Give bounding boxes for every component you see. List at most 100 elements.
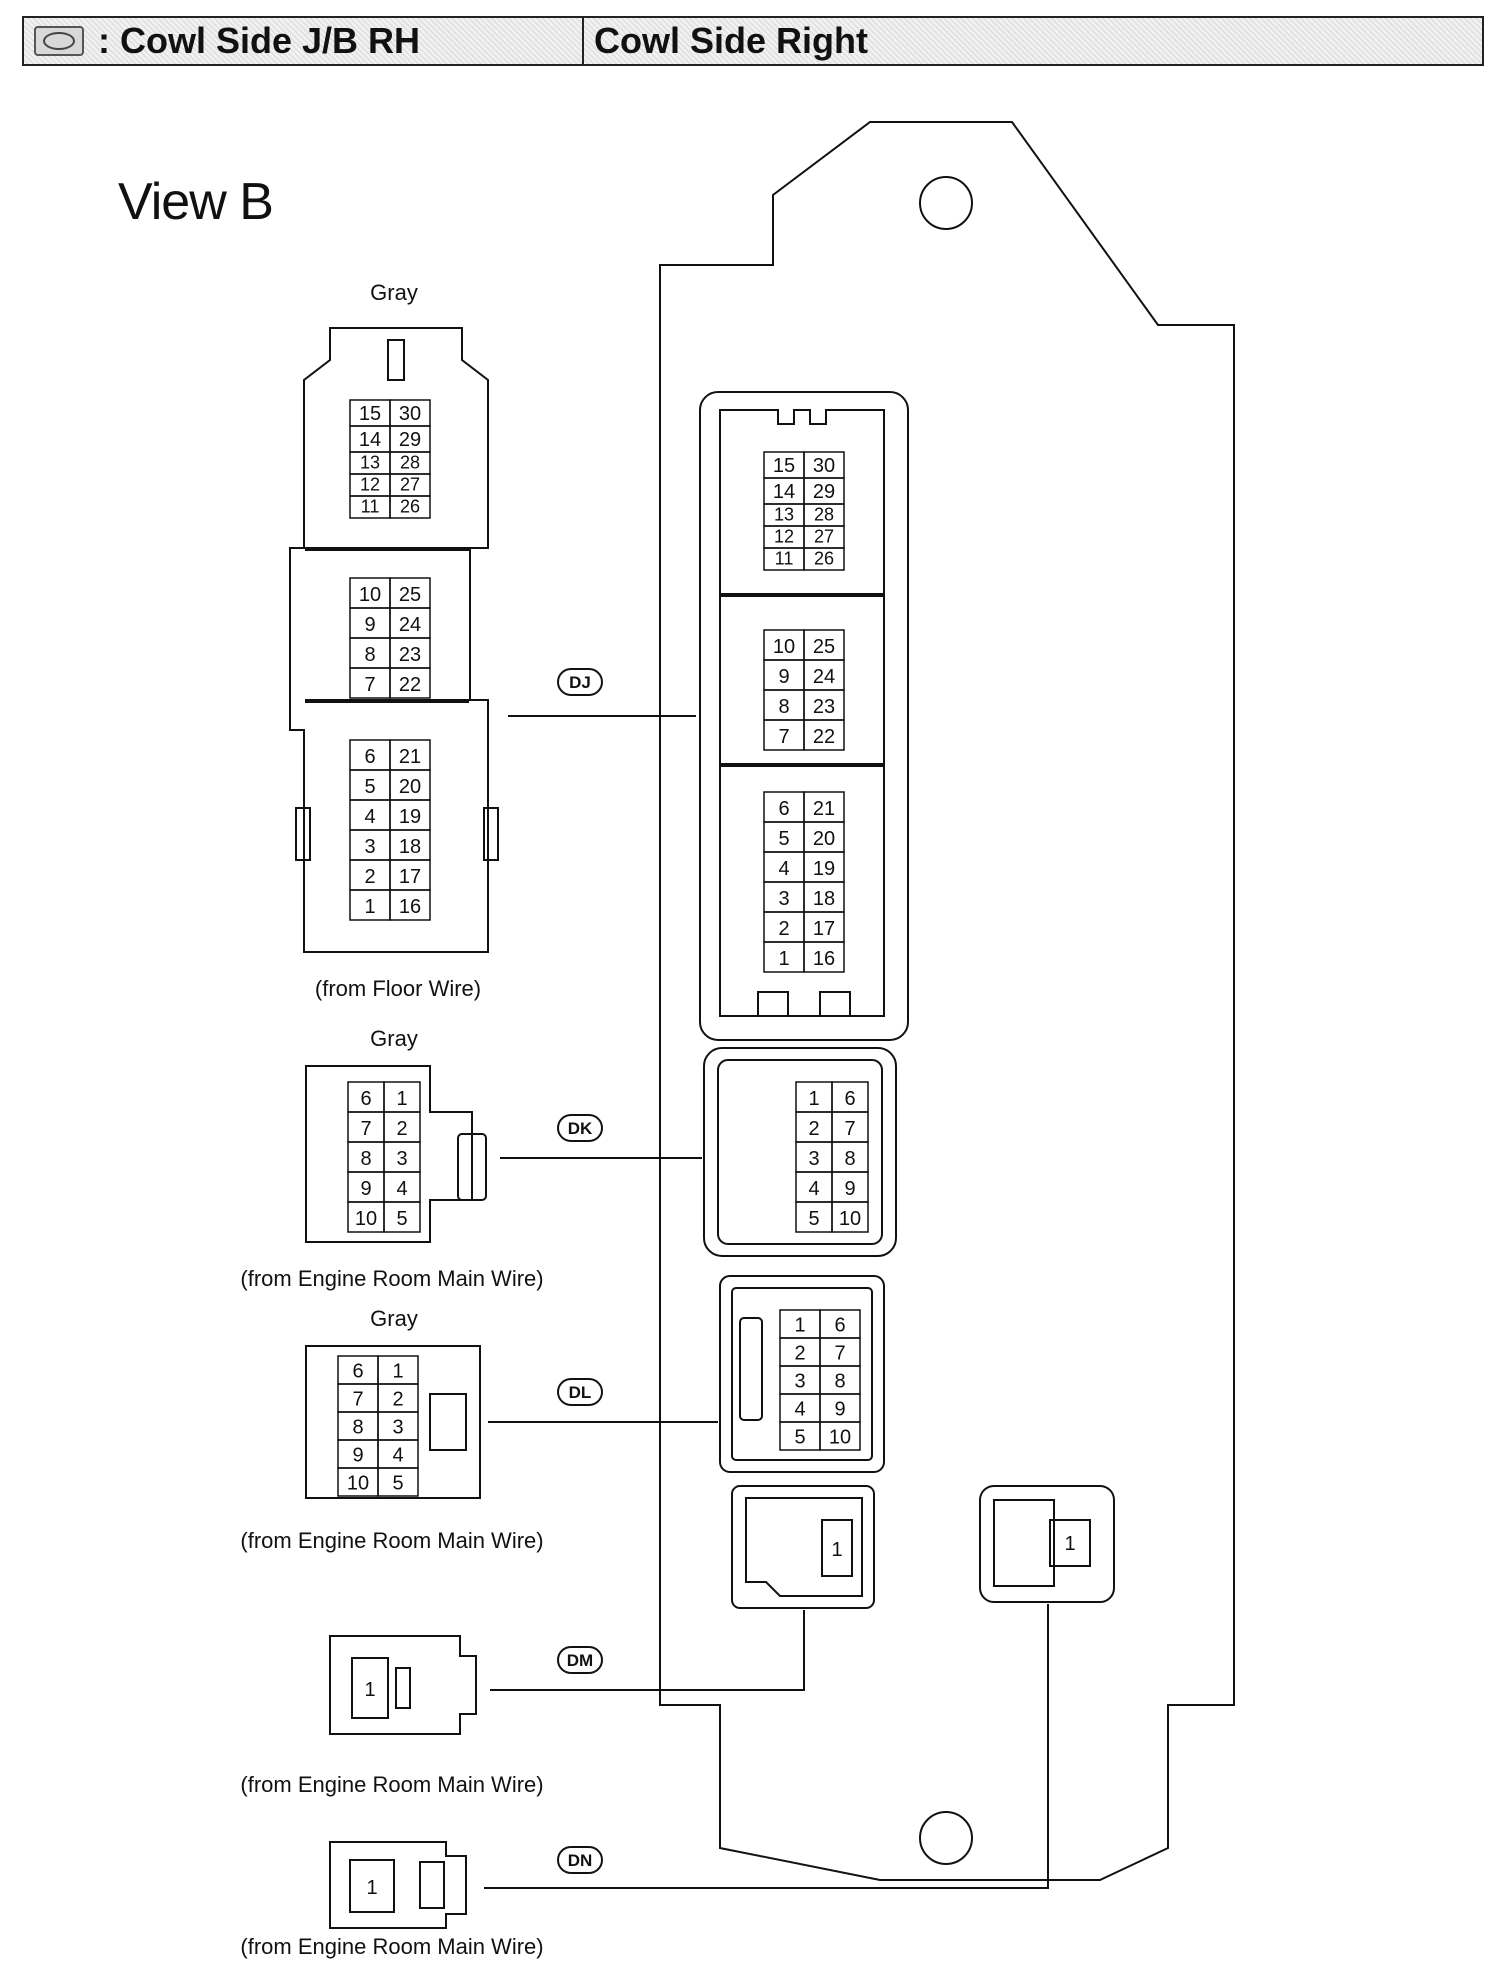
mount-hole-bottom (919, 1811, 973, 1865)
pin-number: 9 (834, 1398, 845, 1420)
pin-number: 30 (813, 455, 835, 477)
pin-number: 1 (392, 1360, 403, 1382)
jb-dk-housing (703, 1047, 897, 1257)
pin-number: 22 (813, 726, 835, 748)
connector-code-badge (557, 1646, 603, 1674)
pin-number: 20 (813, 828, 835, 850)
pin-number: 5 (364, 776, 375, 798)
pin-number: 9 (352, 1444, 363, 1466)
pin-number: 7 (360, 1118, 371, 1140)
pin-number: 2 (778, 918, 789, 940)
pin-number: 2 (396, 1118, 407, 1140)
oval-connector-icon (34, 26, 84, 56)
left-dj-side-tab-right (483, 807, 499, 861)
pin-number: 6 (364, 746, 375, 768)
pin-number: 2 (392, 1388, 403, 1410)
pin-cell (377, 1467, 419, 1497)
pin-number: 14 (773, 481, 795, 503)
pin-number: 4 (364, 806, 375, 828)
pin-number: 10 (359, 584, 381, 606)
pin-number: 5 (392, 1472, 403, 1494)
dn-code-badge: DN (557, 1846, 603, 1874)
pin-number: 24 (399, 614, 421, 636)
left-dn-pin-number: 1 (366, 1877, 377, 1899)
pin-number: 5 (808, 1208, 819, 1230)
dj-source-label: (from Floor Wire) (314, 976, 482, 1001)
pin-number: 9 (360, 1178, 371, 1200)
pin-number: 25 (399, 584, 421, 606)
left-dn-latch (419, 1861, 445, 1909)
left-dj-side-tab-left (295, 807, 311, 861)
pin-number: 17 (813, 918, 835, 940)
left-dk-housing (305, 1065, 473, 1243)
pin-number: 3 (396, 1148, 407, 1170)
pin-number: 18 (813, 888, 835, 910)
pin-cell (831, 1201, 869, 1233)
pin-number: 1 (794, 1314, 805, 1336)
pin-number: 12 (774, 527, 794, 547)
pin-number: 2 (364, 866, 375, 888)
pin-number: 19 (399, 806, 421, 828)
pin-number: 3 (808, 1148, 819, 1170)
connector-code-layer: DJ DK DL DM DN (557, 668, 603, 1874)
jb-dj-divider-1 (721, 593, 883, 597)
jb-dm-pin-number: 1 (831, 1539, 842, 1561)
jb-dk-inner (717, 1059, 883, 1245)
left-dj-top-slot (387, 339, 405, 381)
dn-source-label: (from Engine Room Main Wire) (240, 1934, 544, 1959)
pin-number: 28 (400, 453, 420, 473)
dl-source-label: (from Engine Room Main Wire) (240, 1528, 544, 1553)
pin-number: 7 (778, 726, 789, 748)
pin-number: 4 (392, 1444, 403, 1466)
connector-code: DK (568, 1119, 593, 1138)
pin-number: 27 (400, 475, 420, 495)
jb-dl-latch (739, 1317, 763, 1421)
pin-number: 5 (396, 1208, 407, 1230)
connector-code: DJ (569, 673, 591, 692)
pin-number: 14 (359, 429, 381, 451)
mount-hole-top (919, 176, 973, 230)
pin-number: 26 (814, 549, 834, 569)
dk-code-badge: DK (557, 1114, 603, 1142)
pin-cell (803, 719, 845, 751)
left-dm-latch (395, 1667, 411, 1709)
pin-number: 21 (813, 798, 835, 820)
pin-number: 23 (399, 644, 421, 666)
dl-color-label: Gray (370, 1306, 418, 1331)
dn-leader-line (484, 1604, 1049, 1889)
pin-number: 4 (396, 1178, 407, 1200)
dm-leader-line (490, 1610, 805, 1691)
pin-number: 8 (352, 1416, 363, 1438)
dm-code-badge: DM (557, 1646, 603, 1674)
pin-cell (803, 941, 845, 973)
pin-number: 2 (808, 1118, 819, 1140)
jb-dj-latch-left (757, 991, 789, 1017)
pin-number: 10 (355, 1208, 377, 1230)
pin-number: 1 (808, 1088, 819, 1110)
pin-number: 23 (813, 696, 835, 718)
dj-code-badge: DJ (557, 668, 603, 696)
pin-number: 29 (813, 481, 835, 503)
left-dj-divider-2 (305, 699, 469, 703)
pin-number: 4 (794, 1398, 805, 1420)
left-dn-pin-box (349, 1859, 395, 1913)
pin-number: 25 (813, 636, 835, 658)
junction-block-outline (659, 121, 1235, 1881)
jb-dn-inner (993, 1499, 1055, 1587)
left-dk-latch (457, 1133, 487, 1201)
pin-number: 22 (399, 674, 421, 696)
pin-number: 7 (834, 1342, 845, 1364)
left-dj-housing (289, 327, 489, 953)
connector-code: DL (569, 1383, 592, 1402)
pin-number: 5 (778, 828, 789, 850)
location-label: Cowl Side Right (594, 20, 868, 61)
dj-color-label: Gray (370, 280, 418, 305)
pin-number: 21 (399, 746, 421, 768)
pin-number: 2 (794, 1342, 805, 1364)
pin-number: 20 (399, 776, 421, 798)
